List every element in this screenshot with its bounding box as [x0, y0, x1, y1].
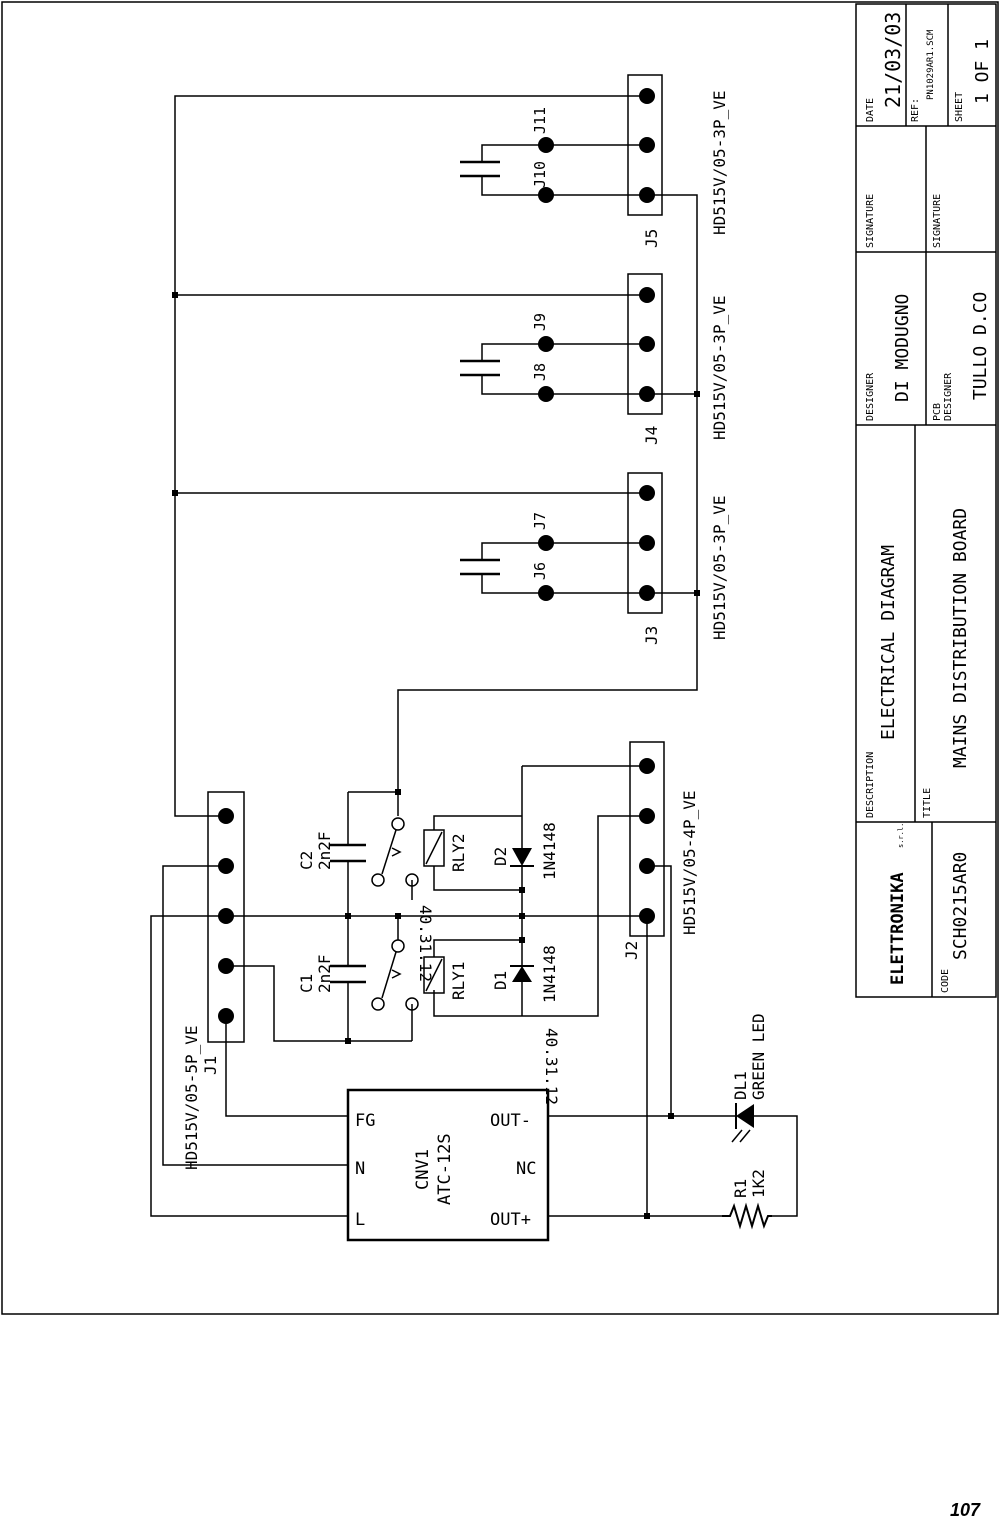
j2-ref: J2	[622, 941, 641, 960]
j4-ref: J4	[642, 426, 661, 445]
j6-ref: J6	[531, 562, 549, 580]
j8-ref: J8	[531, 363, 549, 381]
decoupling-capacitors	[460, 160, 500, 576]
rly2-ref: RLY2	[449, 833, 468, 872]
logo-suffix: s.r.l.	[897, 823, 905, 848]
led-dl1: DL1 GREEN LED	[722, 1013, 772, 1143]
cnv-nc: NC	[516, 1159, 536, 1179]
junctions	[172, 292, 700, 1219]
rly2-part: 40.31.12	[416, 905, 435, 982]
title-value: MAINS DISTRIBUTION BOARD	[950, 508, 971, 768]
rly1-part: 40.31.12	[542, 1028, 561, 1105]
connector-j3: J3 HD515V/05-3P_VE	[627, 472, 729, 645]
d2-ref: D2	[491, 847, 510, 866]
pcb-designer-label: DESIGNER	[943, 372, 954, 421]
c2-ref: C2	[297, 851, 316, 870]
cnv-out-plus: OUT+	[490, 1210, 531, 1230]
j10-ref: J10	[531, 161, 549, 188]
connector-j1: J1 HD515V/05-5P_VE	[182, 791, 245, 1171]
diode-d2: D2 1N4148	[491, 822, 559, 880]
converter-cnv1: FG N L OUT- NC OUT+ CNV1 ATC-12S	[346, 1088, 550, 1242]
pads-j6-j11: J6 J7 J8 J9 J10 J11	[531, 107, 554, 601]
description-label: DESCRIPTION	[865, 752, 876, 818]
j5-ref: J5	[642, 229, 661, 248]
j3-part: HD515V/05-3P_VE	[710, 496, 729, 641]
page-number: 107	[949, 1500, 980, 1520]
resistor-r1: R1 1K2	[722, 1169, 772, 1230]
pcb-label: PCB	[932, 403, 943, 421]
capacitor-c1: C1 2n2F	[297, 954, 366, 993]
j1-part: HD515V/05-5P_VE	[182, 1026, 201, 1171]
signature-label: SIGNATURE	[865, 194, 876, 248]
connector-j2: J2 HD515V/05-4P_VE	[622, 741, 699, 960]
j3-ref: J3	[642, 626, 661, 645]
connector-j5: J5 HD515V/05-3P_VE	[627, 74, 729, 248]
j2-part: HD515V/05-4P_VE	[680, 791, 699, 936]
c1-value: 2n2F	[315, 954, 334, 993]
d2-part: 1N4148	[540, 822, 559, 880]
company-logo: ELETTRONIKA s.r.l.	[888, 823, 908, 985]
j5-part: HD515V/05-3P_VE	[710, 91, 729, 236]
j9-ref: J9	[531, 313, 549, 331]
signature2-label: SIGNATURE	[932, 194, 943, 248]
cnv1-ref: CNV1	[413, 1149, 433, 1190]
relay-rly1: RLY1 40.31.12	[371, 939, 561, 1105]
code-value: SCH0215AR0	[950, 852, 971, 960]
wires	[150, 95, 798, 1217]
date-label: DATE	[865, 98, 876, 122]
r1-ref: R1	[731, 1179, 750, 1198]
designer-value: DI MODUGNO	[892, 294, 913, 402]
c1-ref: C1	[297, 974, 316, 993]
title-label: TITLE	[922, 788, 933, 818]
title-block-text: DATE 21/03/03 REF: PN1029AR1.SCM SHEET 1…	[865, 12, 993, 993]
j1-ref: J1	[201, 1056, 220, 1075]
d1-ref: D1	[491, 971, 510, 990]
r1-value: 1K2	[749, 1169, 768, 1198]
j11-ref: J11	[531, 107, 549, 134]
designer-label: DESIGNER	[865, 372, 876, 421]
connector-j4: J4 HD515V/05-3P_VE	[627, 273, 729, 445]
sheet-label: SHEET	[954, 92, 965, 122]
cnv-l: L	[355, 1210, 365, 1230]
title-block	[855, 3, 997, 998]
j4-part: HD515V/05-3P_VE	[710, 296, 729, 441]
pcb-designer-value: TULLO D.CO	[970, 292, 991, 400]
c2-value: 2n2F	[315, 831, 334, 870]
code-label: CODE	[940, 969, 951, 993]
ref-value: PN1029AR1.SCM	[926, 29, 936, 100]
ref-label: REF:	[910, 98, 921, 122]
diode-d1: D1 1N4148	[491, 945, 559, 1003]
cnv-n: N	[355, 1159, 365, 1179]
cnv1-part: ATC-12S	[435, 1133, 455, 1205]
j7-ref: J7	[531, 512, 549, 530]
description-value: ELECTRICAL DIAGRAM	[878, 545, 899, 740]
dl1-part: GREEN LED	[749, 1013, 768, 1100]
date-value: 21/03/03	[881, 12, 905, 108]
rly1-ref: RLY1	[449, 961, 468, 1000]
cnv-fg: FG	[355, 1111, 375, 1131]
capacitor-c2: C2 2n2F	[297, 831, 366, 870]
dl1-ref: DL1	[731, 1071, 750, 1100]
sheet-border	[1, 1, 999, 1315]
logo-text: ELETTRONIKA	[888, 872, 908, 985]
relay-rly2: RLY2 40.31.12	[371, 817, 468, 982]
sheet-value: 1 OF 1	[972, 39, 993, 104]
cnv-out-minus: OUT-	[490, 1111, 531, 1131]
d1-part: 1N4148	[540, 945, 559, 1003]
